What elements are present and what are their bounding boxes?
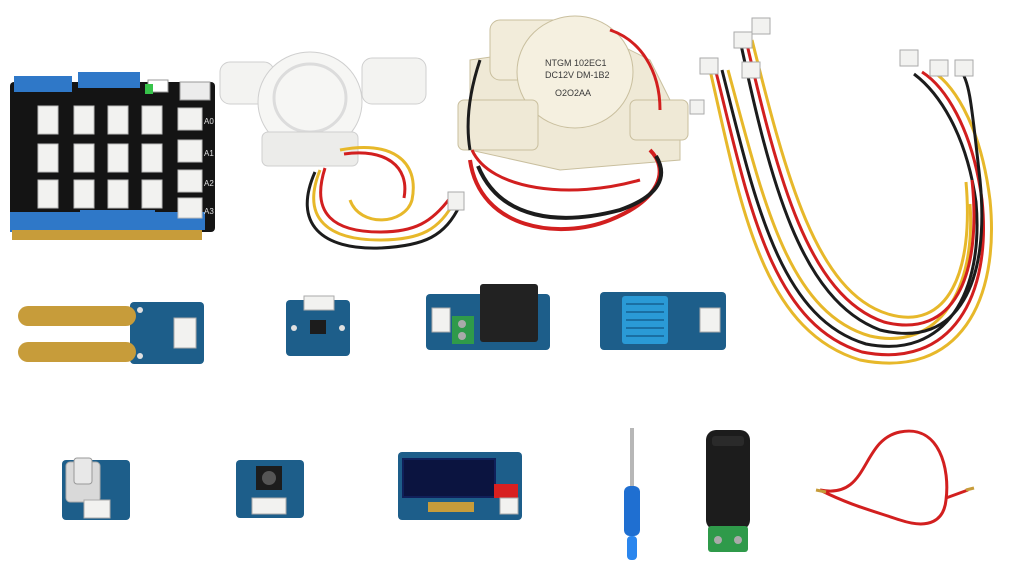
valve-label-line2: DC12V DM-1B2 (545, 70, 610, 80)
valve-label-line1: NTGM 102EC1 (545, 58, 607, 68)
red-wire (815, 429, 975, 526)
rotary-angle-sensor (62, 457, 130, 520)
grove-cable-bundle (689, 17, 993, 365)
small-sensor-module (286, 295, 350, 356)
moisture-sensor (18, 302, 204, 364)
shield-label-a2: A2 (204, 179, 214, 188)
valve-label-line3: O2O2AA (555, 88, 591, 98)
dc-jack-adapter (706, 430, 750, 552)
water-flow-sensor (219, 51, 465, 250)
relay-module (426, 284, 550, 350)
shield-label-a0: A0 (204, 117, 214, 126)
base-shield: A0 A1 A2 A3 (10, 72, 215, 240)
shield-label-a3: A3 (204, 207, 214, 216)
button-module (236, 460, 304, 518)
screwdriver (624, 428, 640, 560)
oled-display (398, 452, 522, 520)
temperature-humidity-sensor (600, 292, 726, 350)
solenoid-valve: NTGM 102EC1 DC12V DM-1B2 O2O2AA (457, 15, 689, 232)
shield-label-a1: A1 (204, 149, 214, 158)
